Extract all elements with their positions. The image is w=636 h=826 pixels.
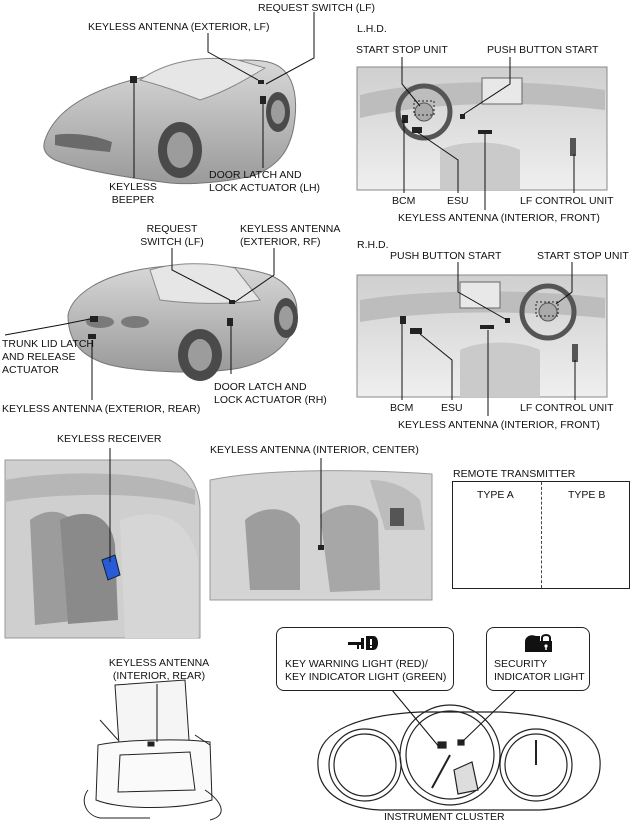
label-request-switch-lf-mid: REQUEST SWITCH (LF) [140,223,204,248]
label-instrument-cluster: INSTRUMENT CLUSTER [384,811,505,823]
label-lhd: L.H.D. [357,23,387,35]
label-door-latch-rh: DOOR LATCH AND LOCK ACTUATOR (RH) [214,381,327,406]
label-keyless-antenna-interior-rear: KEYLESS ANTENNA (INTERIOR, REAR) [108,657,210,682]
key-warning-icon [348,636,378,650]
leaders-rhd [401,262,576,416]
label-keyless-receiver: KEYLESS RECEIVER [57,433,162,445]
remote-transmitter-box [452,481,630,589]
leaders-car-rear [4,248,275,400]
label-remote-transmitter: REMOTE TRANSMITTER [453,468,576,480]
label-rhd: R.H.D. [357,239,389,251]
label-start-stop-unit-lhd: START STOP UNIT [356,44,448,56]
label-trunk-lid-latch: TRUNK LID LATCH AND RELEASE ACTUATOR [2,338,94,376]
leaders-car-front [133,12,315,178]
label-push-button-start-rhd: PUSH BUTTON START [390,250,502,262]
key-warning-callout: KEY WARNING LIGHT (RED)/ KEY INDICATOR L… [276,627,454,691]
label-keyless-antenna-exterior-rf: KEYLESS ANTENNA (EXTERIOR, RF) [240,223,341,248]
type-divider [541,482,542,588]
label-keyless-antenna-interior-center: KEYLESS ANTENNA (INTERIOR, CENTER) [210,444,419,456]
label-keyless-antenna-interior-front-rhd: KEYLESS ANTENNA (INTERIOR, FRONT) [398,419,600,431]
label-lf-control-unit-lhd: LF CONTROL UNIT [520,195,614,207]
label-security-indicator-light: SECURITY INDICATOR LIGHT [494,658,585,683]
label-keyless-antenna-exterior-rear: KEYLESS ANTENNA (EXTERIOR, REAR) [2,403,201,415]
label-keyless-antenna-interior-front-lhd: KEYLESS ANTENNA (INTERIOR, FRONT) [398,212,600,224]
label-keyless-beeper: KEYLESS BEEPER [109,181,157,206]
label-keyless-antenna-exterior-lf: KEYLESS ANTENNA (EXTERIOR, LF) [88,21,270,33]
label-bcm-rhd: BCM [390,402,414,414]
label-type-a: TYPE A [477,489,514,501]
security-callout: SECURITY INDICATOR LIGHT [486,627,590,691]
label-bcm-lhd: BCM [392,195,416,207]
car-rear-view [67,263,298,381]
label-esu-rhd: ESU [441,402,463,414]
label-request-switch-lf-top: REQUEST SWITCH (LF) [258,2,376,14]
security-lock-icon [525,634,552,652]
dashboard-lhd [356,66,608,191]
trunk-illustration [83,679,222,821]
label-start-stop-unit-rhd: START STOP UNIT [537,250,629,262]
leaders-lhd [401,57,575,210]
label-type-b: TYPE B [568,489,606,501]
label-push-button-start-lhd: PUSH BUTTON START [487,44,599,56]
label-key-warning-light: KEY WARNING LIGHT (RED)/ KEY INDICATOR L… [285,658,447,683]
instrument-cluster-illustration [317,704,601,811]
keyless-receiver-photo [4,459,201,639]
label-esu-lhd: ESU [447,195,469,207]
leaders-cluster [391,689,517,749]
car-front-view [43,57,297,185]
dashboard-rhd [356,274,608,398]
label-lf-control-unit-rhd: LF CONTROL UNIT [520,402,614,414]
label-door-latch-lh: DOOR LATCH AND LOCK ACTUATOR (LH) [209,169,321,194]
